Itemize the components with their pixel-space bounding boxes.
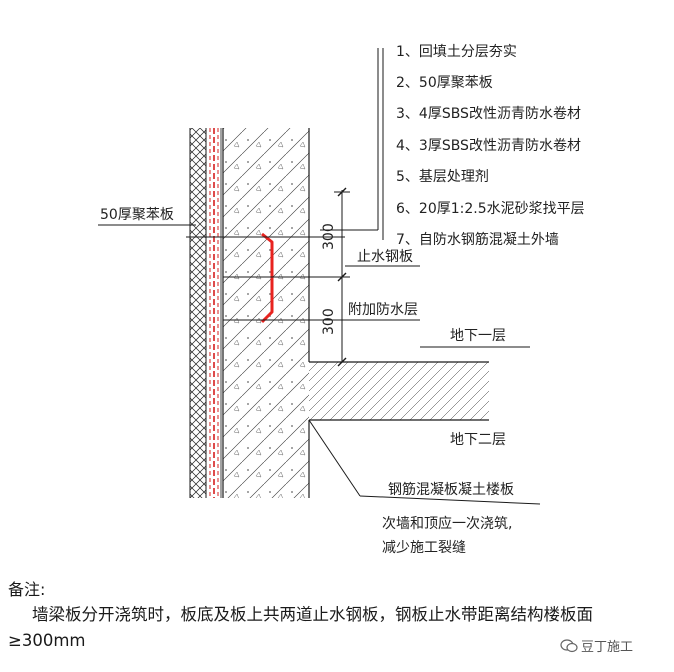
legend-item-6: 6、20厚1:2.5水泥砂浆找平层 [396, 201, 585, 217]
label-polystyrene: 50厚聚苯板 [100, 206, 174, 223]
label-basement-2: 地下二层 [450, 432, 506, 448]
legend-item-2: 2、50厚聚苯板 [396, 74, 493, 91]
legend-item-4: 4、3厚SBS改性沥青防水卷材 [396, 138, 581, 154]
label-extra-waterproof: 附加防水层 [348, 302, 418, 318]
label-pour-note-2: 减少施工裂缝 [382, 540, 466, 556]
legend-item-1: 1、回填土分层夯实 [396, 44, 517, 60]
dimension-lower: 300 [321, 308, 337, 335]
legend-item-7: 7、自防水钢筋混凝土外墙 [396, 231, 559, 248]
label-basement-1: 地下一层 [450, 328, 506, 344]
note-body: 墙梁板分开浇筑时，板底及板上共两道止水钢板，钢板止水带距离结构楼板面≥300mm [8, 605, 593, 650]
dimension-upper: 300 [321, 223, 337, 250]
wechat-logo-icon [560, 638, 578, 652]
membrane-layers [209, 128, 222, 498]
watermark: 豆丁施工 [560, 636, 633, 655]
label-pour-note-1: 次墙和顶应一次浇筑, [382, 515, 512, 532]
floor-slab [308, 361, 541, 505]
exterior-wall-concrete [222, 128, 310, 498]
legend-item-5: 5、基层处理剂 [396, 168, 489, 185]
label-slab: 钢筋混凝板凝土楼板 [388, 481, 514, 498]
watermark-text: 豆丁施工 [581, 640, 634, 655]
backfill-layer [189, 128, 207, 498]
waterproofing-detail-drawing: 300 300 1、回填土分层夯实 2、50厚聚苯板 3、4厚SBS改性沥青防水… [98, 44, 585, 556]
legend-item-3: 3、4厚SBS改性沥青防水卷材 [396, 106, 581, 122]
legend-leaders [320, 48, 384, 240]
note-title: 备注: [8, 580, 46, 599]
dimension-chain [334, 187, 350, 367]
label-waterstop: 止水钢板 [357, 249, 413, 265]
